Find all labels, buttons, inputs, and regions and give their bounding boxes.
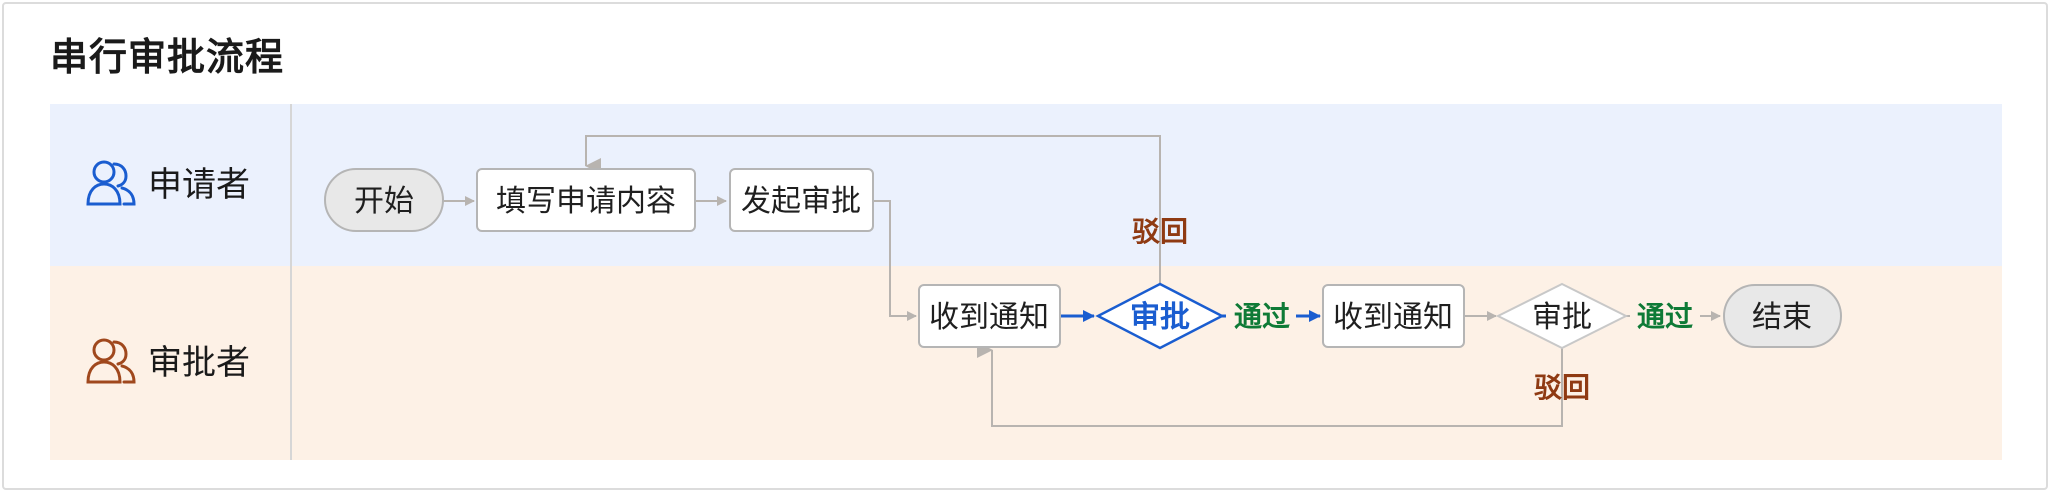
node-fill — [476, 168, 696, 232]
node-notify2-label: 收到通知 — [1333, 300, 1453, 335]
node-submit — [729, 168, 874, 232]
edge-submit-notify1 — [873, 200, 917, 321]
node-submit-label: 发起审批 — [741, 184, 861, 219]
node-start — [324, 168, 444, 232]
node-start-label: 开始 — [354, 184, 414, 219]
lane-label-applicant: 申请者 — [148, 165, 250, 205]
edge-label-pass1: 通过 — [1234, 300, 1290, 333]
node-end — [1723, 284, 1842, 348]
node-approve1-label: 审批 — [1130, 300, 1190, 335]
edge-label-reject1: 驳回 — [1132, 215, 1188, 248]
node-notify1 — [918, 284, 1061, 348]
users-icon — [86, 160, 136, 206]
edge-label-pass2: 通过 — [1637, 300, 1693, 333]
edge-reject2 — [977, 342, 1563, 427]
node-approve2-label: 审批 — [1532, 300, 1592, 335]
node-notify2 — [1322, 284, 1465, 348]
edge-reject1 — [585, 135, 1161, 283]
users-icon — [86, 338, 136, 384]
page-title: 串行审批流程 — [50, 35, 285, 79]
lane-label-approver: 审批者 — [148, 343, 250, 383]
node-fill-label: 填写申请内容 — [496, 184, 676, 219]
edge-label-reject2: 驳回 — [1534, 371, 1590, 404]
node-end-label: 结束 — [1752, 300, 1812, 335]
node-approve1 — [1095, 282, 1225, 350]
node-notify1-label: 收到通知 — [929, 300, 1049, 335]
node-approve2 — [1495, 282, 1629, 350]
